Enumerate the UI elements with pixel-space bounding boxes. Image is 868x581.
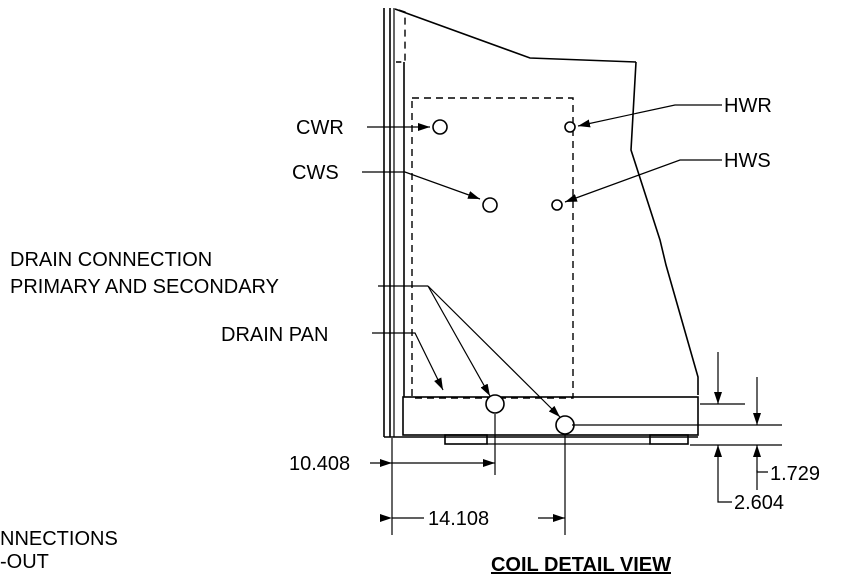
cws-connection [482, 197, 498, 213]
hws-connection [551, 199, 563, 211]
drain-pan-label: DRAIN PAN [221, 324, 328, 346]
cws-label: CWS [292, 162, 339, 184]
secondary-drain-connection [555, 415, 575, 435]
dimension-lines [370, 352, 782, 535]
cwr-connection [432, 119, 448, 135]
drain-pan [384, 396, 699, 445]
unit-housing [383, 8, 699, 437]
cropped-connections-label: NNECTIONS [0, 528, 118, 550]
primary-drain-connection [485, 394, 505, 414]
hwr-label: HWR [724, 95, 772, 117]
hwr-connection [564, 121, 576, 133]
cropped-knockout-label: -OUT [0, 551, 49, 573]
coil-outline [411, 97, 574, 399]
dimension-10-408: 10.408 [289, 453, 350, 475]
coil-detail-title: COIL DETAIL VIEW [491, 554, 671, 576]
cwr-label: CWR [296, 117, 344, 139]
dimension-1-729: 1.729 [770, 463, 820, 485]
dimension-14-108: 14.108 [428, 508, 489, 530]
leaders [362, 104, 722, 418]
drain-connection-label-line2: PRIMARY AND SECONDARY [10, 276, 279, 298]
hws-label: HWS [724, 150, 771, 172]
drain-connection-label-line1: DRAIN CONNECTION [10, 249, 212, 271]
dimension-2-604: 2.604 [734, 492, 784, 514]
